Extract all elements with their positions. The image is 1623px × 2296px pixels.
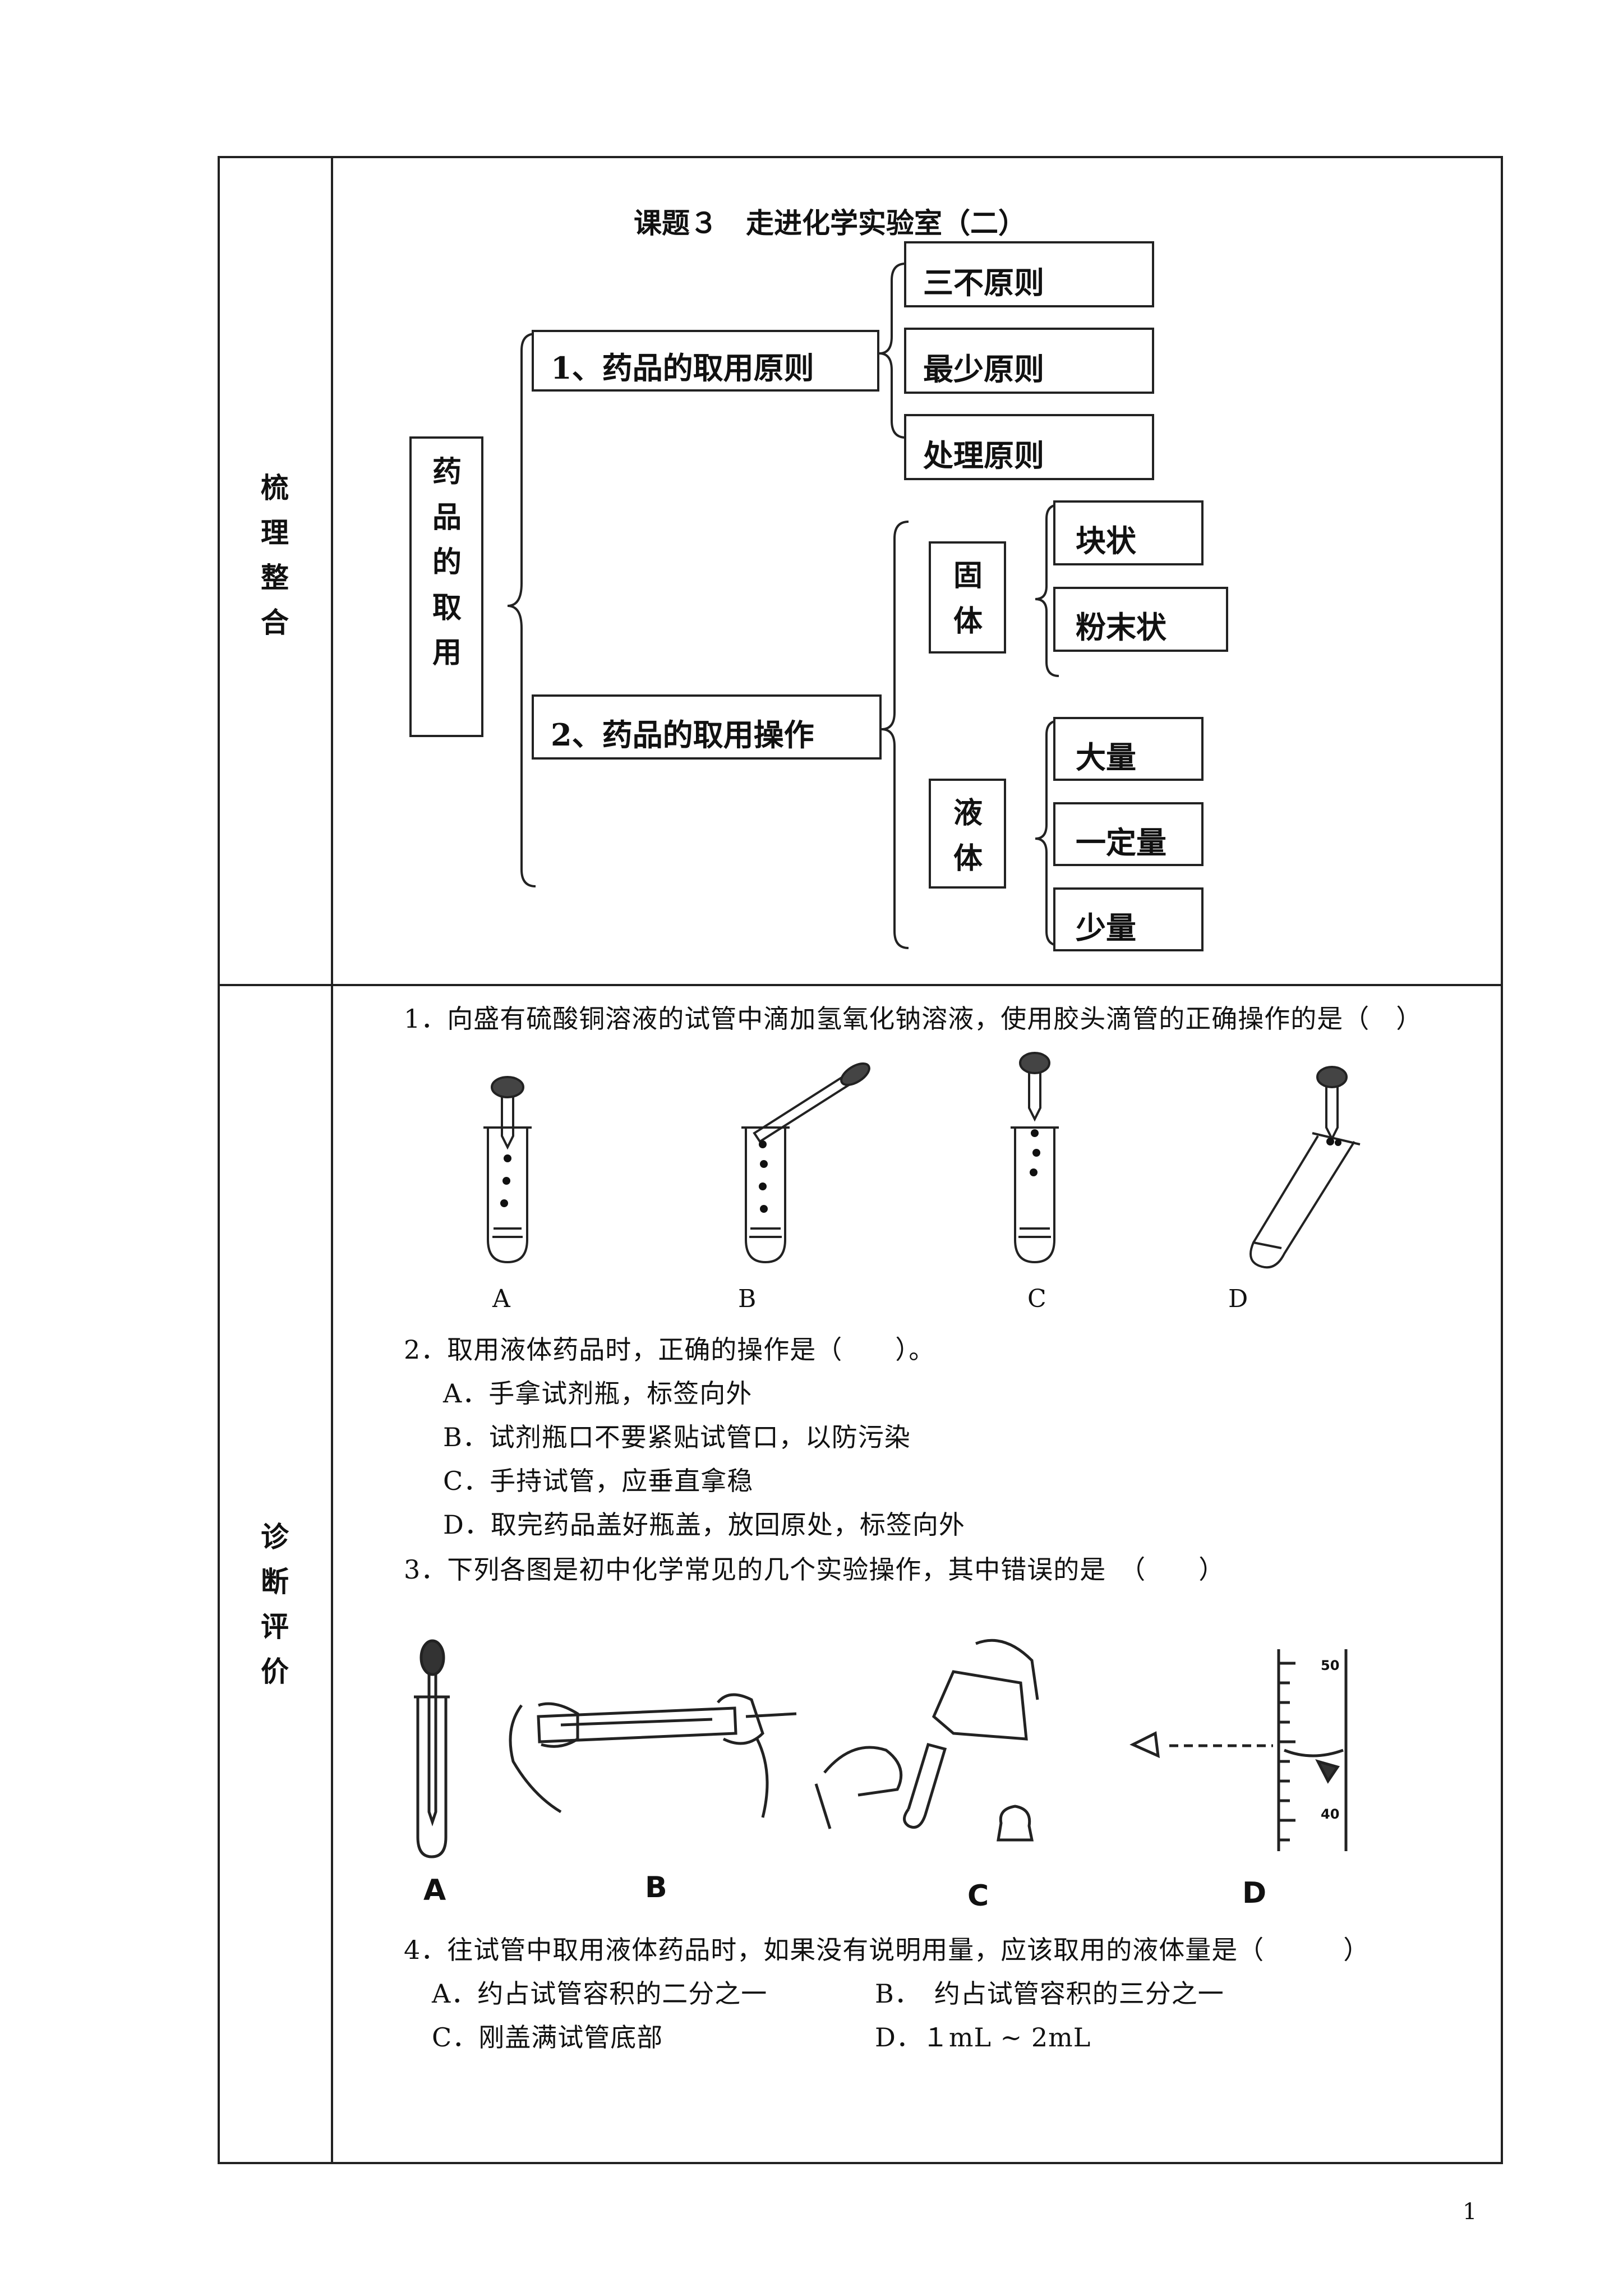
q3-scale-40: 40 (1321, 1806, 1340, 1822)
principle-3: 处理原则 (904, 414, 1154, 480)
liquid-item-fixed: 一定量 (1053, 802, 1204, 866)
section-label-organize: 梳理整合 (261, 471, 289, 639)
branch-operations: 2、药品的取用操作 (532, 694, 882, 760)
question-3-text: 3．下列各图是初中化学常见的几个实验操作，其中错误的是 （ ） (404, 1554, 1225, 1585)
q2-option-b: B．试剂瓶口不要紧贴试管口，以防污染 (443, 1422, 911, 1452)
q2-option-a: A．手拿试剂瓶，标签向外 (443, 1378, 753, 1409)
q1-label-a: A (492, 1285, 510, 1313)
liquid-box: 液体 (929, 779, 1006, 889)
q3-label-c: C (967, 1879, 989, 1913)
branch-principles: 1、药品的取用原则 (532, 330, 879, 392)
q1-label-d: D (1228, 1285, 1248, 1313)
question-1-text: 1．向盛有硫酸铜溶液的试管中滴加氢氧化钠溶液，使用胶头滴管的正确操作的是（ ） (404, 1004, 1423, 1034)
q4-option-a: A．约占试管容积的二分之一 (432, 1978, 768, 2009)
solid-item-powder: 粉末状 (1053, 587, 1228, 652)
q1-label-b: B (738, 1285, 757, 1313)
principle-2: 最少原则 (904, 328, 1154, 394)
q4-option-b: B． 约占试管容积的三分之一 (875, 1978, 1224, 2009)
mindmap-root: 药品的取用 (409, 436, 483, 737)
q3-label-b: B (645, 1871, 667, 1904)
principle-1: 三不原则 (904, 241, 1154, 307)
q3-label-a: A (423, 1874, 446, 1907)
section-label-evaluate: 诊断评价 (261, 1520, 289, 1688)
q1-label-c: C (1027, 1285, 1046, 1313)
liquid-item-small: 少量 (1053, 887, 1204, 951)
q4-option-d: D．１mL ~ 2mL (875, 2022, 1091, 2053)
q2-option-c: C．手持试管，应垂直拿稳 (443, 1466, 754, 1496)
solid-box: 固体 (929, 541, 1006, 654)
liquid-item-large: 大量 (1053, 717, 1204, 781)
q3-label-d: D (1242, 1876, 1267, 1910)
q3-scale-50: 50 (1321, 1658, 1340, 1673)
q2-option-d: D．取完药品盖好瓶盖，放回原处，标签向外 (443, 1510, 965, 1540)
question-4-text: 4．往试管中取用液体药品时，如果没有说明用量，应该取用的液体量是（ ） (404, 1935, 1370, 1965)
page-title: 课题３ 走进化学实验室（二） (634, 206, 1026, 240)
solid-item-lump: 块状 (1053, 500, 1204, 565)
page-number: 1 (1463, 2199, 1477, 2225)
q4-option-c: C．刚盖满试管底部 (432, 2022, 663, 2053)
question-2-text: 2．取用液体药品时，正确的操作是（ ）。 (404, 1335, 935, 1365)
